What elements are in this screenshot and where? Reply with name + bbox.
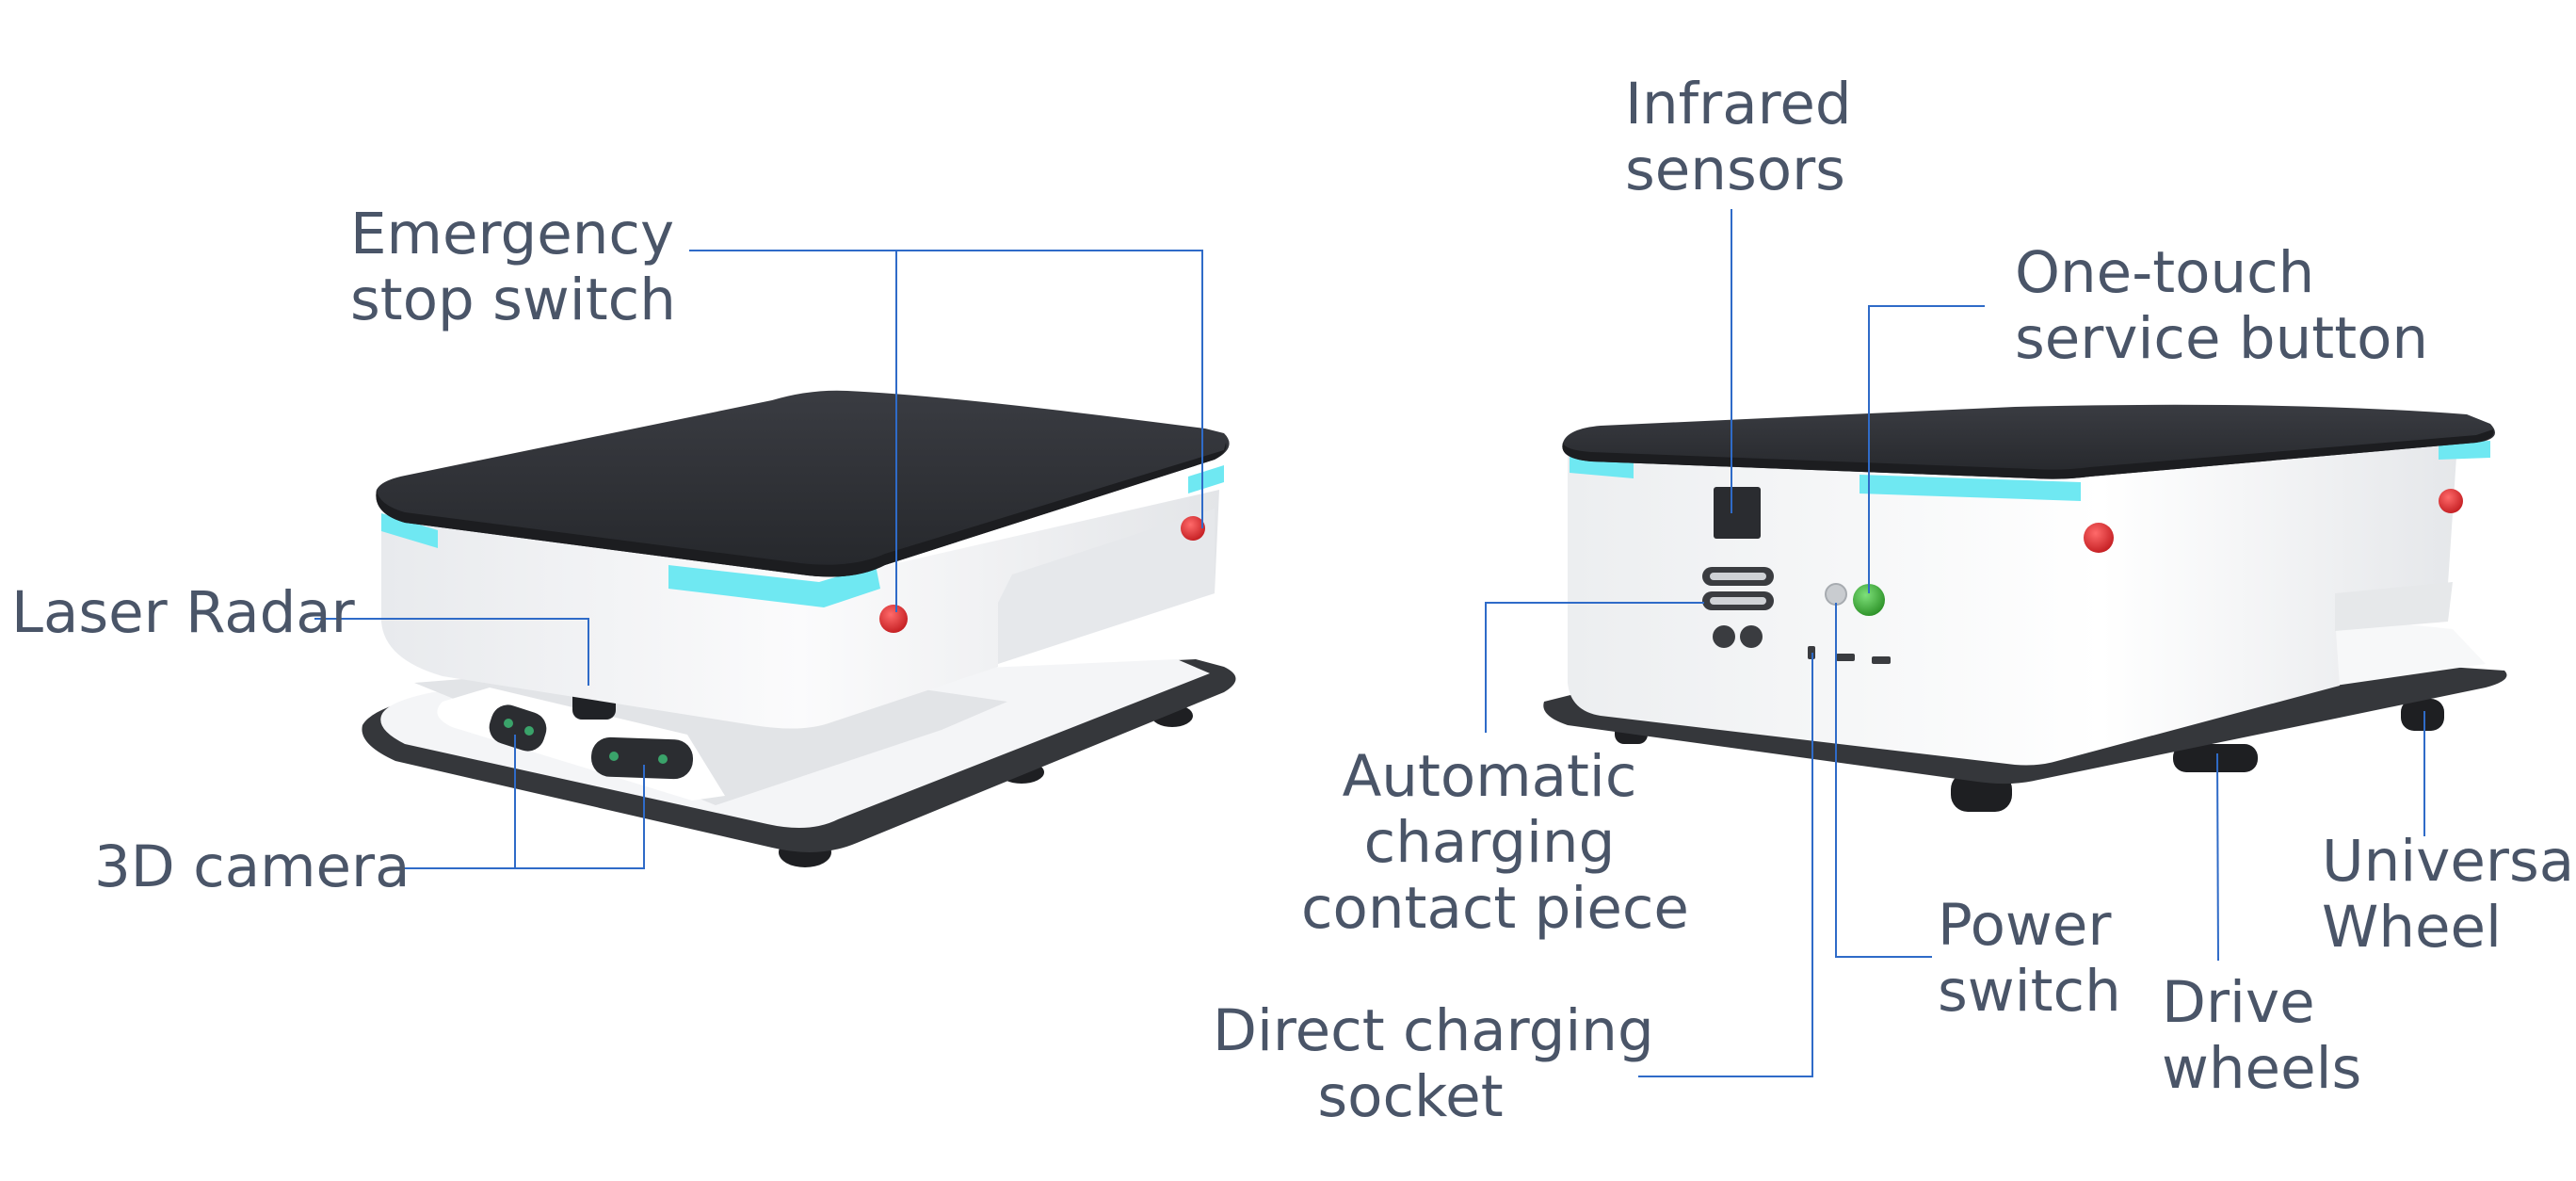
label-infrared-sensors: Infrared sensors <box>1625 72 1852 203</box>
left-robot-body-shade <box>998 509 1215 667</box>
right-robot-service-button <box>1853 584 1885 616</box>
left-robot-camera-lens <box>609 752 619 761</box>
right-robot-charging-port <box>1713 625 1735 648</box>
right-robot-usb-port <box>1836 654 1855 661</box>
right-robot-infrared-sensor <box>1714 487 1761 539</box>
left-robot-top-plate <box>376 390 1230 577</box>
label-line: Laser Radar <box>11 579 355 646</box>
right-robot-side-cutout <box>2335 582 2453 631</box>
left-robot-light-strip <box>1188 465 1224 493</box>
label-line: Automatic <box>1342 743 1637 810</box>
label-line: stop switch <box>350 267 676 333</box>
label-one-touch-service: One-touch service button <box>2015 240 2428 372</box>
label-power-switch: Power switch <box>1938 893 2121 1025</box>
right-robot-side-tray <box>2335 617 2486 686</box>
leader-line-drive-wheels <box>2216 752 2219 962</box>
label-line: Emergency <box>350 201 675 267</box>
label-line: wheels <box>2162 1035 2362 1102</box>
leader-line-laser-radar <box>314 618 589 686</box>
label-line: Wheel <box>2322 894 2502 961</box>
label-auto-charging: Automatic charging contact piece <box>1301 743 1689 942</box>
label-line: Universal <box>2322 828 2576 895</box>
leader-line-emergency-stop <box>689 250 1203 612</box>
label-line: service button <box>2015 305 2429 372</box>
left-robot-camera-lens <box>504 719 513 728</box>
left-robot-body <box>381 490 1219 729</box>
label-line: One-touch <box>2015 239 2315 306</box>
leader-line-auto-charging <box>1485 602 1704 733</box>
right-robot-light-strip <box>1860 475 2081 501</box>
left-robot-estop-button <box>879 605 908 633</box>
label-3d-camera: 3D camera <box>94 834 411 900</box>
label-universal-wheel: Universal Wheel <box>2322 829 2576 961</box>
right-robot-estop-button <box>2439 489 2463 513</box>
leader-line-service-button <box>1868 305 1985 593</box>
label-line: switch <box>1938 958 2121 1025</box>
right-robot-body <box>1568 443 2457 766</box>
right-robot-top-plate-edge <box>1562 429 2494 479</box>
label-line: Drive <box>2162 969 2315 1036</box>
right-robot-estop-button <box>2084 523 2114 553</box>
left-robot-estop-button <box>1181 516 1205 541</box>
left-robot-3d-camera <box>590 736 694 780</box>
label-line: Infrared <box>1625 71 1852 138</box>
left-robot-3d-camera <box>489 704 547 752</box>
right-robot-charging-contact-inner <box>1710 597 1766 605</box>
leader-line-power-switch <box>1835 603 1932 958</box>
right-robot-charging-contact-inner <box>1710 573 1766 580</box>
right-robot <box>1543 404 2507 812</box>
right-robot-light-strip <box>2439 441 2490 460</box>
left-robot-light-strip <box>668 565 880 607</box>
right-robot-drive-wheel <box>2173 744 2258 772</box>
left-robot <box>362 390 1236 867</box>
label-emergency-stop: Emergency stop switch <box>350 202 676 333</box>
leader-line-direct-charging <box>1638 653 1813 1077</box>
right-robot-charging-port <box>1740 625 1763 648</box>
left-robot-light-strip <box>381 513 438 548</box>
left-robot-top-plate-edge <box>376 443 1227 577</box>
leader-lines <box>314 209 2425 1077</box>
right-robot-universal-wheel <box>2401 699 2444 731</box>
label-line: charging <box>1363 809 1616 876</box>
right-robot-power-switch <box>1825 583 1847 606</box>
label-line: Power <box>1938 892 2112 959</box>
label-laser-radar: Laser Radar <box>11 580 355 646</box>
label-direct-charging: Direct charging socket <box>1213 997 1654 1130</box>
label-line: contact piece <box>1301 875 1689 942</box>
label-line: Direct charging <box>1213 997 1654 1064</box>
label-drive-wheels: Drive wheels <box>2162 970 2361 1102</box>
right-robot-usb-port <box>1872 656 1891 664</box>
left-robot-camera-lens <box>658 754 668 764</box>
left-robot-camera-lens <box>524 726 534 736</box>
label-line: sensors <box>1625 137 1845 203</box>
label-line: socket <box>1317 1063 1504 1130</box>
leader-line-3d-camera <box>401 735 645 869</box>
label-line: 3D camera <box>94 833 411 900</box>
